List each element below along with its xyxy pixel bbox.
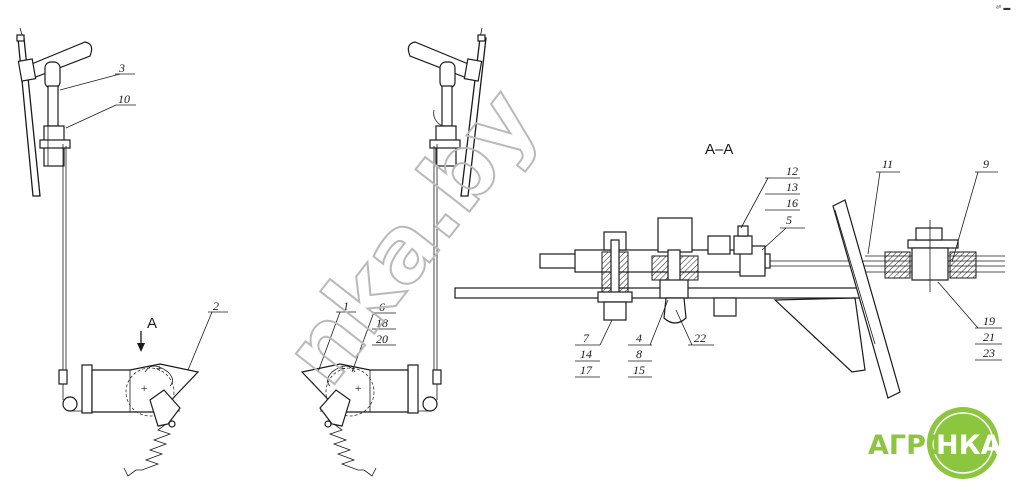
svg-text:+: + xyxy=(338,361,346,375)
label-5: 5 xyxy=(786,213,792,227)
agro-nka-logo: АГРО НКА xyxy=(868,407,1002,479)
label-8: 8 xyxy=(636,347,642,361)
label-7: 7 xyxy=(583,331,590,345)
label-4: 4 xyxy=(636,331,642,345)
label-10: 10 xyxy=(118,92,130,106)
label-1: 1 xyxy=(343,299,349,313)
label-11: 11 xyxy=(882,157,893,171)
label-3: 3 xyxy=(118,61,125,75)
label-9: 9 xyxy=(983,157,989,171)
left-view: + + A 3 10 2 xyxy=(16,27,228,477)
svg-text:+: + xyxy=(155,361,163,375)
label-18: 18 xyxy=(376,316,388,330)
section-aa: A–A xyxy=(454,141,1005,399)
logo-text-agro: АГРО xyxy=(868,430,949,461)
label-17: 17 xyxy=(580,363,593,377)
watermark: nka.by xyxy=(265,69,558,403)
label-14: 14 xyxy=(580,347,592,361)
view-marker-a: A xyxy=(147,315,157,332)
label-19: 19 xyxy=(983,314,995,328)
svg-text:+: + xyxy=(140,381,148,395)
svg-text:+: + xyxy=(354,381,362,395)
label-6: 6 xyxy=(379,300,385,314)
label-23: 23 xyxy=(983,346,995,360)
label-22: 22 xyxy=(694,331,706,345)
label-12: 12 xyxy=(786,164,798,178)
corner-mark: ᵃ⁰ ▬ xyxy=(996,4,1010,12)
label-21: 21 xyxy=(983,330,995,344)
label-16: 16 xyxy=(786,196,798,210)
label-20: 20 xyxy=(376,332,388,346)
label-2: 2 xyxy=(213,299,219,313)
label-13: 13 xyxy=(786,180,798,194)
logo-text-nka: НКА xyxy=(936,430,1002,461)
middle-view: + + 1 6 18 20 xyxy=(300,27,487,477)
label-15: 15 xyxy=(633,363,645,377)
section-title: A–A xyxy=(705,141,733,158)
